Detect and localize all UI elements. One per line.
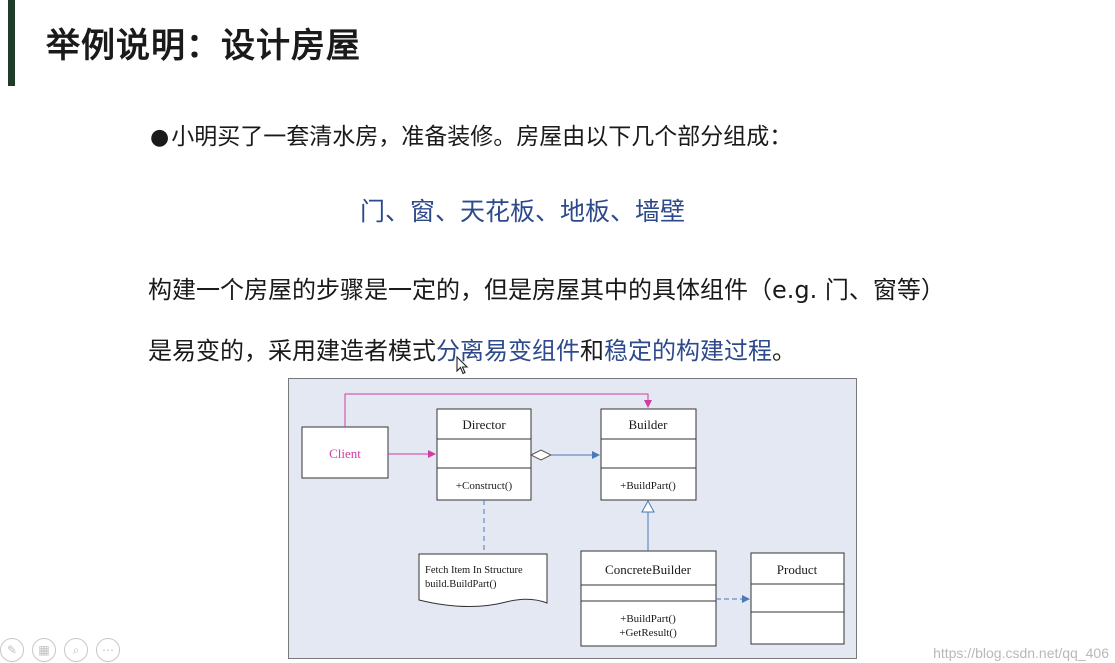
bullet-dot-icon: ● [150,125,170,150]
zoom-icon[interactable]: ⌕ [64,638,88,662]
desc-highlight-2: 稳定的构建过程 [604,337,772,365]
inheritance-triangle [641,499,655,513]
product-label: Product [777,562,818,577]
product-box [750,552,845,645]
bullet-line: ●小明买了一套清水房，准备装修。房屋由以下几个部分组成： [150,117,792,151]
concrete-builder-method-2: +GetResult() [619,627,677,639]
description-line-1: 构建一个房屋的步骤是一定的，但是房屋其中的具体组件（e.g. 门、窗等） [148,276,945,304]
description-line-2: 是易变的，采用建造者模式分离易变组件和稳定的构建过程。 [148,331,796,366]
director-box [436,408,532,501]
note-line-1: Fetch Item In Structure [425,565,523,576]
watermark: https://blog.csdn.net/qq_406 [933,645,1109,661]
concrete-builder-method-1: +BuildPart() [620,613,676,625]
house-parts: 门、窗、天花板、地板、墙壁 [360,197,686,226]
note-shape [418,553,548,607]
bullet-text: 小明买了一套清水房，准备装修。房屋由以下几个部分组成： [171,124,793,150]
builder-label: Builder [629,417,669,432]
slide-toolbar: ✎ ▦ ⌕ ⋯ [0,638,120,662]
director-label: Director [462,417,506,432]
director-method: +Construct() [456,480,513,492]
builder-method: +BuildPart() [620,480,676,492]
mouse-cursor-icon [456,356,469,375]
title-accent-bar [8,0,15,86]
desc-post: 。 [772,337,796,365]
client-label: Client [329,446,361,461]
more-icon[interactable]: ⋯ [96,638,120,662]
slides-icon[interactable]: ▦ [32,638,56,662]
desc-pre: 是易变的，采用建造者模式 [148,337,436,365]
note-line-2: build.BuildPart() [425,579,497,590]
concrete-builder-box [580,550,717,647]
slide-title: 举例说明：设计房屋 [46,26,361,66]
concrete-builder-label: ConcreteBuilder [605,562,692,577]
builder-box [600,408,697,501]
builder-pattern-diagram: Client Director +Construct() Builder +Bu… [288,378,857,659]
pen-icon[interactable]: ✎ [0,638,24,662]
desc-mid: 和 [580,337,604,365]
client-builder-arrow [344,393,652,427]
